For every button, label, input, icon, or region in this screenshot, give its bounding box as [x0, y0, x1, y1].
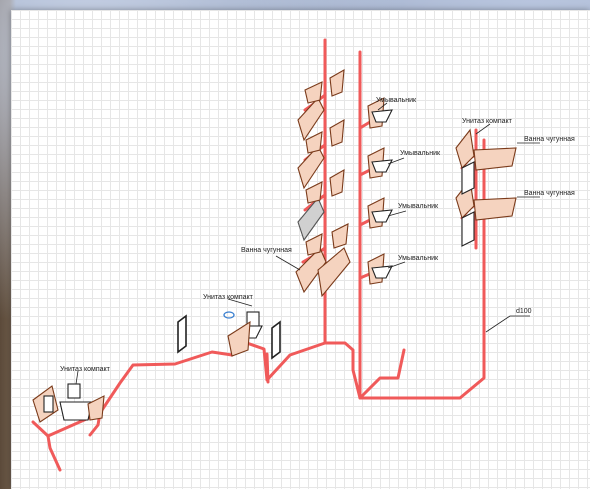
washbasin-icon — [371, 109, 393, 123]
bathtub-icon — [297, 97, 325, 142]
label-bathtub-right-2: Ванна чугунная — [524, 190, 575, 197]
label-washbasin-3: Умывальник — [398, 203, 439, 210]
toilet-icon — [227, 320, 251, 357]
sink-icon — [329, 168, 345, 197]
washbasin-icon — [371, 159, 393, 173]
sink-icon — [329, 118, 345, 147]
bathtub-icon — [295, 247, 327, 294]
pipe-riser-base — [323, 341, 406, 400]
toilet-tank-icon — [67, 383, 81, 399]
sink-icon — [305, 181, 323, 204]
sink-icon — [331, 223, 349, 249]
water-marker-icon — [223, 311, 235, 319]
toilet-icon — [461, 161, 475, 195]
label-bathtub-left: Ванна чугунная — [241, 247, 292, 254]
washbasin-icon — [371, 265, 393, 279]
sink-icon — [329, 68, 345, 97]
labels: Унитаз компакт Унитаз компакт Унитаз ком… — [60, 97, 575, 373]
fixtures — [32, 68, 517, 423]
toilet-icon — [87, 395, 105, 421]
toilet-tank-icon — [43, 395, 54, 413]
label-toilet-mid: Унитаз компакт — [203, 294, 254, 301]
leader-lines — [75, 102, 540, 385]
bathtub-icon — [317, 247, 351, 298]
bathtub-icon — [473, 197, 517, 221]
wall-panel-icon — [177, 314, 187, 354]
toilet-bowl-icon — [59, 401, 93, 421]
pipe-left-main — [31, 350, 234, 438]
bathtub-icon — [473, 147, 517, 171]
label-pipe-diameter: d100 — [516, 308, 532, 315]
label-washbasin-4: Умывальник — [398, 255, 439, 262]
toilet-icon — [461, 211, 475, 247]
bathtub-icon — [297, 145, 325, 190]
label-washbasin-1: Умывальник — [376, 97, 417, 104]
bathtub-icon — [297, 196, 325, 242]
sink-icon — [305, 233, 323, 256]
label-bathtub-right-1: Ванна чугунная — [524, 136, 575, 143]
sink-icon — [305, 131, 323, 154]
pipe-right-horizontal — [358, 138, 486, 400]
drawing-sheet — [11, 10, 590, 489]
label-washbasin-2: Умывальник — [400, 150, 441, 157]
sink-icon — [304, 81, 323, 104]
label-toilet-left: Унитаз компакт — [60, 366, 111, 373]
pipe-left-drop — [46, 434, 62, 472]
pipe-mid-drop — [265, 352, 270, 384]
toilet-icon — [455, 128, 475, 170]
washbasin-icon — [371, 209, 393, 223]
wall-panel-icon — [271, 320, 281, 360]
label-toilet-right: Унитаз компакт — [462, 118, 513, 125]
